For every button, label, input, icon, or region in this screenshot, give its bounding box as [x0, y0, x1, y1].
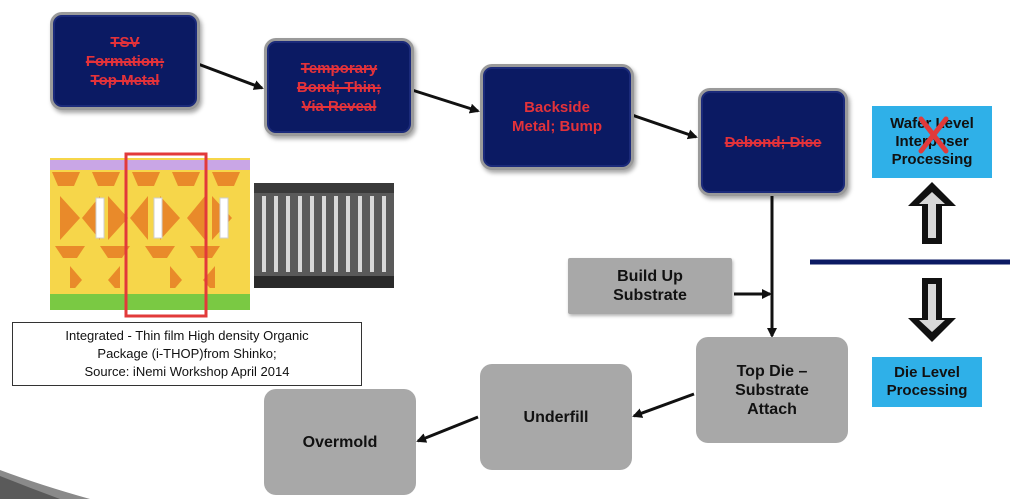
up-block-arrow	[908, 182, 956, 244]
wafer-level-label: Wafer Level Interposer Processing	[890, 115, 974, 168]
down-block-arrow	[908, 278, 956, 342]
step-underfill: Underfill	[480, 364, 632, 470]
step-temporary-bond-label: Temporary Bond; Thin; Via Reveal	[296, 59, 382, 115]
step-tsv-formation-label: TSV Formation; Top Metal	[85, 33, 165, 89]
step-backside-metal: Backside Metal; Bump	[480, 64, 634, 170]
step-temporary-bond: Temporary Bond; Thin; Via Reveal	[264, 38, 414, 136]
step-overmold: Overmold	[264, 389, 416, 495]
step-backside-metal-label: Backside Metal; Bump	[512, 99, 602, 135]
step-debond-dice-label: Debond; Dice	[724, 133, 822, 151]
step-tsv-formation: TSV Formation; Top Metal	[50, 12, 200, 110]
arrow-backside-to-debond	[631, 113, 698, 140]
caption-line-1: Integrated - Thin film High density Orga…	[65, 328, 309, 343]
step-top-die-attach: Top Die – Substrate Attach	[696, 337, 848, 443]
wafer-level-box: Wafer Level Interposer Processing	[872, 106, 992, 178]
step-debond-dice: Debond; Dice	[698, 88, 848, 196]
caption-line-2: Package (i-THOP)from Shinko;	[97, 346, 277, 361]
die-level-label: Die Level Processing	[886, 364, 968, 399]
arrow-underfill-to-overmold	[416, 415, 479, 443]
step-build-up-substrate-label: Build Up Substrate	[613, 268, 687, 304]
arrow-tsv-to-bond	[197, 62, 264, 90]
image-caption: Integrated - Thin film High density Orga…	[12, 322, 362, 386]
arrow-attach-to-underfill	[632, 392, 695, 418]
step-underfill-label: Underfill	[523, 408, 589, 426]
caption-line-3: Source: iNemi Workshop April 2014	[84, 364, 290, 379]
arrow-bond-to-backside	[411, 88, 480, 114]
step-top-die-attach-label: Top Die – Substrate Attach	[735, 362, 809, 418]
step-overmold-label: Overmold	[302, 433, 378, 451]
step-build-up-substrate: Build Up Substrate	[568, 258, 732, 314]
die-level-box: Die Level Processing	[872, 357, 982, 407]
